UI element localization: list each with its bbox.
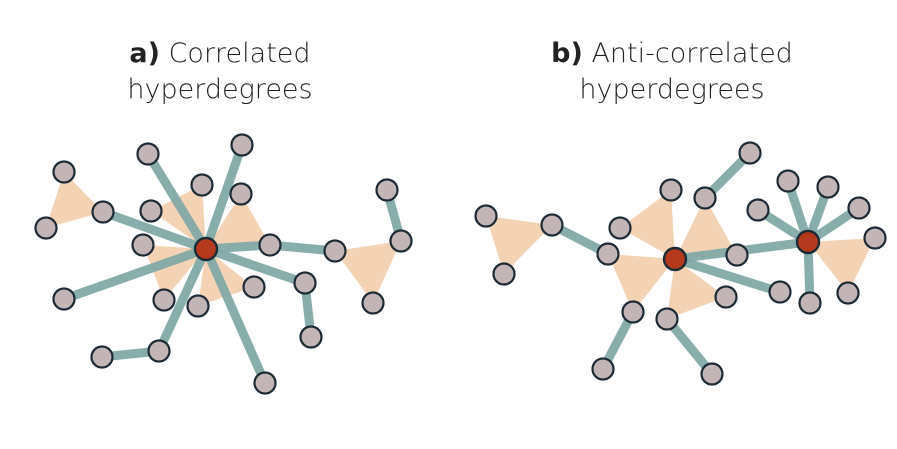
panel-b-node: [492, 262, 516, 286]
panel-b-node: [836, 281, 860, 305]
panel-a-node: [299, 325, 323, 349]
panel-a-node: [147, 339, 171, 363]
panel-b-edge: [670, 254, 785, 297]
panel-a-title: a) Correlated hyperdegrees: [70, 36, 370, 108]
panel-a-tag: a): [129, 38, 160, 69]
panel-b-hub-node: [795, 229, 821, 255]
panel-a-edge: [59, 244, 211, 304]
panel-b-hyperedge-triangle: [808, 238, 875, 293]
panel-a-node: [361, 291, 385, 315]
panel-b-node: [714, 285, 738, 309]
panel-b-node: [608, 216, 632, 240]
panel-b-node: [655, 307, 679, 331]
panel-a-node: [186, 294, 210, 318]
panel-a-node: [139, 199, 163, 223]
panel-b-hyperedge-triangle: [620, 190, 675, 259]
panel-a-node: [293, 271, 317, 295]
panel-b-node: [474, 204, 498, 228]
panel-a-title-line1: Correlated: [168, 38, 311, 69]
panel-a-node: [52, 160, 76, 184]
panel-a-hub-node: [193, 236, 219, 262]
panel-b-node: [591, 357, 615, 381]
panel-b-hyperedge-triangle: [667, 259, 726, 319]
panel-a-node: [152, 288, 176, 312]
panel-a-node: [91, 200, 115, 224]
panel-a-edge: [154, 244, 211, 356]
panel-b-hub-node: [662, 246, 688, 272]
panel-a-node: [229, 182, 253, 206]
panel-a-edge: [201, 244, 270, 388]
panel-a-node: [323, 239, 347, 263]
panel-b-node: [847, 196, 871, 220]
panel-b-hyperedge-triangle: [675, 198, 737, 259]
panel-b-title-line1: Anti-correlated: [591, 38, 793, 69]
node-layer: [34, 133, 887, 395]
panel-b-node: [700, 362, 724, 386]
panel-b-node: [725, 243, 749, 267]
panel-a-node: [242, 275, 266, 299]
panel-a-node: [258, 233, 282, 257]
panel-a-node: [230, 133, 254, 157]
panel-a-node: [131, 233, 155, 257]
panel-a-edge: [98, 207, 211, 254]
panel-b-node: [596, 242, 620, 266]
panel-b-node: [693, 186, 717, 210]
panel-b-node: [798, 291, 822, 315]
panel-b-node: [816, 175, 840, 199]
panel-a-node: [190, 173, 214, 197]
panel-a-hyperedge-triangle: [46, 172, 103, 228]
panel-b-node: [776, 169, 800, 193]
panel-b-tag: b): [551, 38, 583, 69]
panel-a-node: [90, 345, 114, 369]
panel-a-edge: [201, 244, 310, 288]
panel-b-node: [768, 280, 792, 304]
panel-a-edge: [143, 149, 211, 254]
panel-b-hyperedge-triangle: [608, 254, 675, 312]
panel-a-edge: [201, 140, 247, 254]
panel-a-hyperedge-triangle: [335, 241, 401, 303]
panel-b-edge: [662, 314, 717, 379]
panel-b-title: b) Anti-correlated hyperdegrees: [522, 36, 822, 108]
panel-b-hyperedge-triangle: [486, 216, 552, 274]
panel-a-node: [34, 216, 58, 240]
panel-a-node: [52, 287, 76, 311]
panel-b-node: [738, 141, 762, 165]
panel-b-node: [746, 198, 770, 222]
panel-a-node: [389, 229, 413, 253]
panel-a-hyperedge-triangle: [206, 194, 270, 249]
panel-a-title-line2: hyperdegrees: [127, 74, 313, 105]
panel-b-title-line2: hyperdegrees: [579, 74, 765, 105]
panel-b-node: [540, 213, 564, 237]
panel-a-node: [136, 142, 160, 166]
panel-b-node: [659, 178, 683, 202]
panel-a-node: [375, 178, 399, 202]
panel-b-node: [621, 300, 645, 324]
panel-b-node: [863, 226, 887, 250]
panel-a-node: [253, 371, 277, 395]
